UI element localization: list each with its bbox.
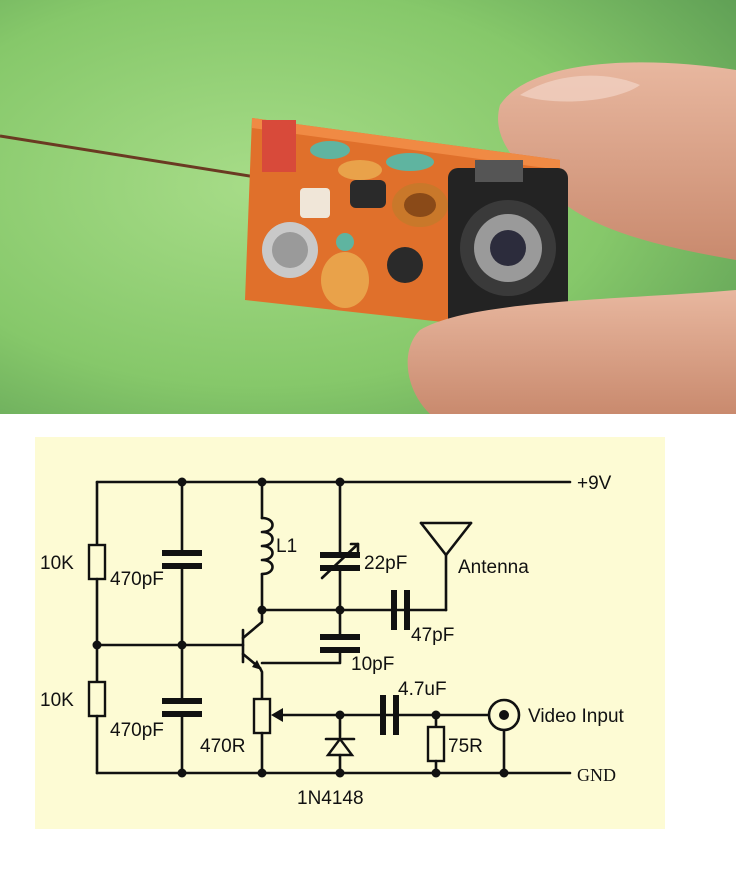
capacitor-470pf-bottom: [162, 643, 202, 775]
capacitor-47pf: [391, 590, 410, 630]
gnd-label: GND: [577, 765, 616, 785]
capacitor-22pf-variable: [320, 480, 360, 612]
c-input-label: 4.7uF: [398, 679, 447, 700]
antenna-icon: [419, 521, 473, 612]
r-termination-label: 75R: [448, 736, 483, 757]
index-finger: [407, 290, 736, 414]
resistor-10k-bottom: [87, 680, 107, 718]
device-photo: [0, 0, 736, 414]
vcc-label: +9V: [577, 473, 612, 494]
resistor-75r: [426, 713, 446, 775]
junction-dots: [92, 477, 509, 778]
inductor-label: L1: [276, 536, 297, 557]
diode-1n4148: [324, 713, 356, 775]
wiper-arrow: [271, 708, 283, 722]
schematic-panel: [35, 437, 665, 829]
camera-module: [448, 160, 568, 328]
video-input-connector-icon: [434, 698, 521, 775]
r-bottom-label: 10K: [40, 690, 74, 711]
capacitor-10pf: [320, 608, 360, 653]
capacitor-470pf-top: [162, 480, 202, 647]
video-input-label: Video Input: [528, 706, 625, 727]
antenna-wire: [0, 134, 263, 180]
c-bottom-label: 470pF: [110, 720, 164, 741]
pot-label: 470R: [200, 736, 245, 757]
c-top-label: 470pF: [110, 569, 164, 590]
transistor: [241, 608, 342, 701]
capacitor-4-7uf: [380, 695, 399, 735]
antenna-label: Antenna: [458, 557, 529, 578]
r-top-label: 10K: [40, 553, 74, 574]
diode-label: 1N4148: [297, 788, 364, 809]
c-antenna-label: 47pF: [411, 625, 454, 646]
c-tuning-label: 22pF: [364, 553, 407, 574]
power-rails: [95, 480, 572, 775]
bias-divider: [87, 480, 245, 775]
thumb: [498, 62, 736, 260]
resistor-10k-top: [87, 543, 107, 581]
inductor-l1: [260, 480, 448, 612]
c-feedback-label: 10pF: [351, 654, 394, 675]
potentiometer-470r: [252, 697, 438, 775]
